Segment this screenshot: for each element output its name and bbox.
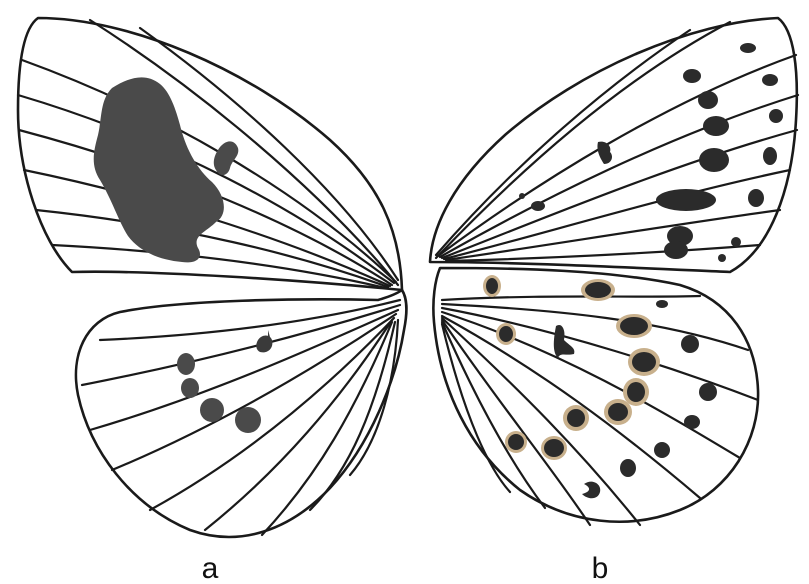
hindwing-a-spot: [235, 407, 261, 433]
hindwing-a-spot: [200, 398, 224, 422]
hindwing-a-spot: [177, 353, 195, 375]
hindwing-b: [433, 268, 758, 525]
panel-b-wings: [430, 18, 798, 525]
forewing-a-outline: [18, 18, 402, 290]
forewing-a: [18, 18, 402, 290]
panel-label-b: b: [592, 552, 609, 584]
panel-label-a: a: [202, 552, 219, 584]
hindwing-a-spot: [181, 378, 199, 398]
forewing-b: [430, 18, 798, 272]
hindwing-a: [76, 290, 406, 537]
panel-a-wings: [18, 18, 406, 537]
